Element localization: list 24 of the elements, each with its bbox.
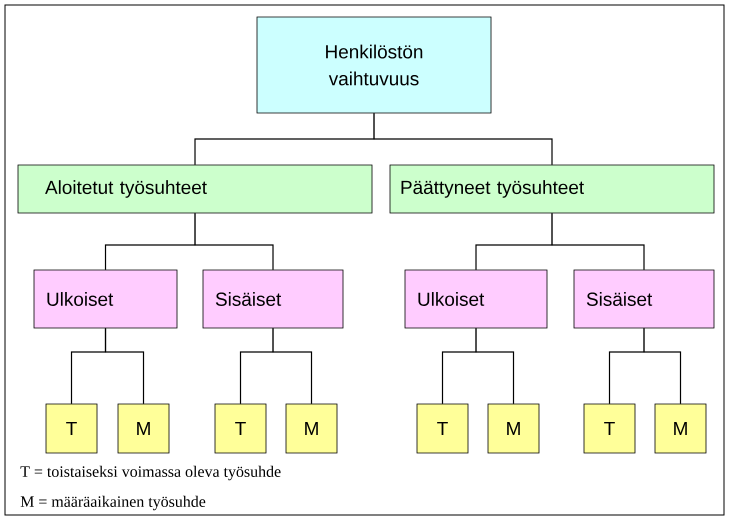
category-box: Aloitetut työsuhteet — [18, 164, 372, 214]
category-box: Päättyneet työsuhteet — [390, 164, 714, 214]
leaf-box: M — [286, 404, 338, 454]
subcategory-box: Sisäiset — [202, 270, 344, 328]
legend-note: T = toistaiseksi voimassa oleva työsuhde — [20, 466, 281, 480]
leaf-box: M — [488, 404, 540, 454]
leaf-box: M — [118, 404, 170, 454]
subcategory-box: Ulkoiset — [404, 270, 548, 328]
leaf-box: T — [214, 404, 266, 454]
legend-note: M = määräaikainen työsuhde — [20, 496, 206, 510]
subcategory-box: Sisäiset — [574, 270, 714, 328]
connector-line — [475, 328, 514, 404]
connector-line — [643, 328, 682, 404]
connector-line — [551, 213, 645, 270]
leaf-box: T — [584, 404, 636, 454]
leaf-box: T — [46, 404, 98, 454]
leaf-box: M — [654, 404, 706, 454]
root-box: Henkilöstön vaihtuvuus — [256, 16, 492, 114]
connector-line — [194, 213, 274, 270]
connector-line — [104, 328, 144, 404]
subcategory-box: Ulkoiset — [34, 270, 178, 328]
connector-line — [272, 328, 312, 404]
leaf-box: T — [416, 404, 468, 454]
connector-line — [373, 113, 553, 165]
